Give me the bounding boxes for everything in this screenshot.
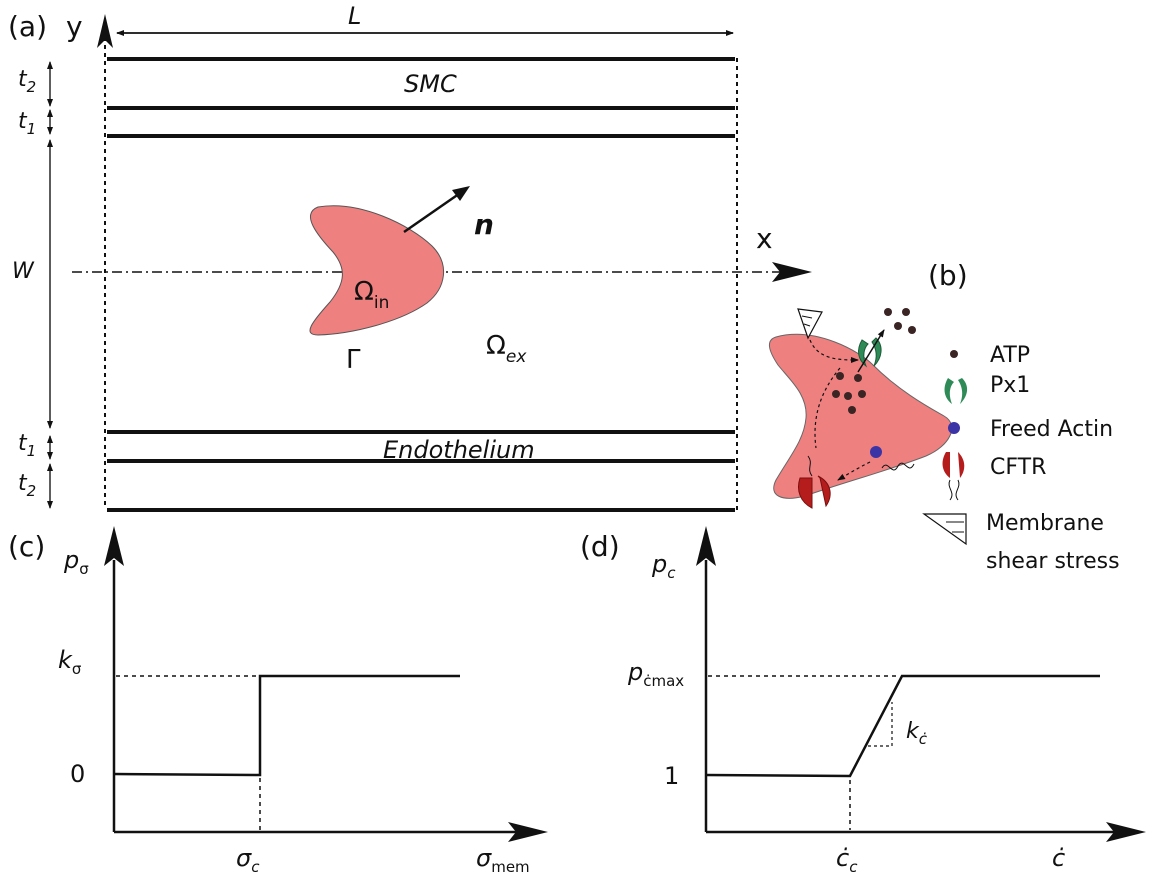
atp-legend-icon bbox=[950, 350, 958, 358]
t2-bottom-label: t2 bbox=[18, 471, 36, 500]
px1-legend-icon-right bbox=[958, 378, 968, 404]
normal-label: n bbox=[474, 208, 494, 241]
d-y-label: pc bbox=[651, 550, 676, 582]
panel-b: (b) bbox=[769, 259, 1120, 574]
panel-c-label: (c) bbox=[8, 530, 45, 563]
omega-ex-label: Ωex bbox=[486, 331, 527, 367]
y-axis-arrow bbox=[97, 14, 113, 48]
d-threshold-label: ċc bbox=[836, 844, 858, 875]
actin-filament bbox=[881, 462, 915, 471]
px1-legend-icon-left bbox=[944, 378, 954, 404]
c-y-arrow bbox=[104, 526, 124, 566]
c-threshold-label: σc bbox=[236, 844, 260, 875]
cell-detail bbox=[769, 333, 953, 499]
c-x-arrow bbox=[508, 822, 548, 842]
length-label: L bbox=[348, 2, 361, 30]
signal-path-1 bbox=[809, 339, 859, 363]
cftr-legend-icon-right bbox=[958, 452, 965, 478]
x-axis-label: x bbox=[756, 222, 773, 255]
boundary-label: Γ bbox=[346, 345, 361, 375]
legend-cftr: CFTR bbox=[990, 455, 1046, 480]
actin-legend-icon bbox=[948, 422, 960, 434]
y-axis-label: y bbox=[66, 10, 83, 43]
freed-actin-dot bbox=[870, 446, 882, 458]
normal-arrowhead bbox=[452, 186, 470, 201]
legend-shear-line1: Membrane bbox=[986, 511, 1104, 536]
shear-legend-icon bbox=[922, 513, 967, 546]
c-k-label: kσ bbox=[58, 646, 82, 678]
d-y-arrow bbox=[696, 526, 716, 566]
d-x-label: ċ bbox=[1052, 844, 1065, 872]
t1-bottom-label: t1 bbox=[18, 431, 36, 460]
c-step-curve bbox=[113, 674, 460, 777]
width-label: W bbox=[12, 259, 35, 284]
atp-outside bbox=[884, 308, 916, 334]
d-slope-label: kċ bbox=[906, 719, 928, 748]
t1-top-label: t1 bbox=[18, 109, 36, 138]
atp-release-arrow bbox=[857, 329, 885, 373]
px1-channel-left bbox=[858, 339, 869, 368]
cell-omega-in bbox=[309, 205, 445, 336]
legend-shear-line2: shear stress bbox=[986, 549, 1120, 574]
legend-atp: ATP bbox=[990, 343, 1030, 368]
legend-actin: Freed Actin bbox=[990, 417, 1113, 442]
x-axis-arrow bbox=[772, 262, 812, 282]
shear-triangle-icon bbox=[797, 308, 823, 340]
c-x-label: σmem bbox=[476, 844, 530, 875]
signal-path-3 bbox=[837, 461, 871, 481]
panel-d-label: (d) bbox=[580, 530, 620, 563]
c-zero-label: 0 bbox=[70, 760, 85, 788]
t2-top-label: t2 bbox=[18, 67, 36, 96]
smc-label: SMC bbox=[404, 70, 457, 98]
panel-d: (d) pc pċmax 1 kċ ċc ċ bbox=[580, 526, 1146, 875]
omega-in-label: Ωin bbox=[354, 277, 389, 313]
cftr-channel-right bbox=[817, 475, 831, 508]
d-ramp-curve bbox=[705, 674, 1100, 778]
d-one-label: 1 bbox=[664, 762, 679, 790]
endothelium-label: Endothelium bbox=[383, 436, 535, 464]
panel-c: (c) pσ kσ 0 σc σmem bbox=[8, 526, 548, 875]
panel-b-label: (b) bbox=[928, 259, 968, 292]
panel-a-label: (a) bbox=[8, 10, 47, 43]
signal-path-2 bbox=[814, 367, 841, 449]
panel-a: (a) y L SMC Endothelium bbox=[8, 2, 812, 512]
c-y-label: pσ bbox=[63, 546, 89, 578]
cftr-channel-left bbox=[798, 477, 813, 509]
normal-vector bbox=[403, 187, 467, 234]
cftr-legend-icon-left bbox=[942, 452, 950, 478]
legend-px1: Px1 bbox=[990, 373, 1030, 398]
d-max-label: pċmax bbox=[627, 658, 684, 690]
d-x-arrow bbox=[1106, 822, 1146, 842]
atp-inside bbox=[832, 372, 866, 414]
